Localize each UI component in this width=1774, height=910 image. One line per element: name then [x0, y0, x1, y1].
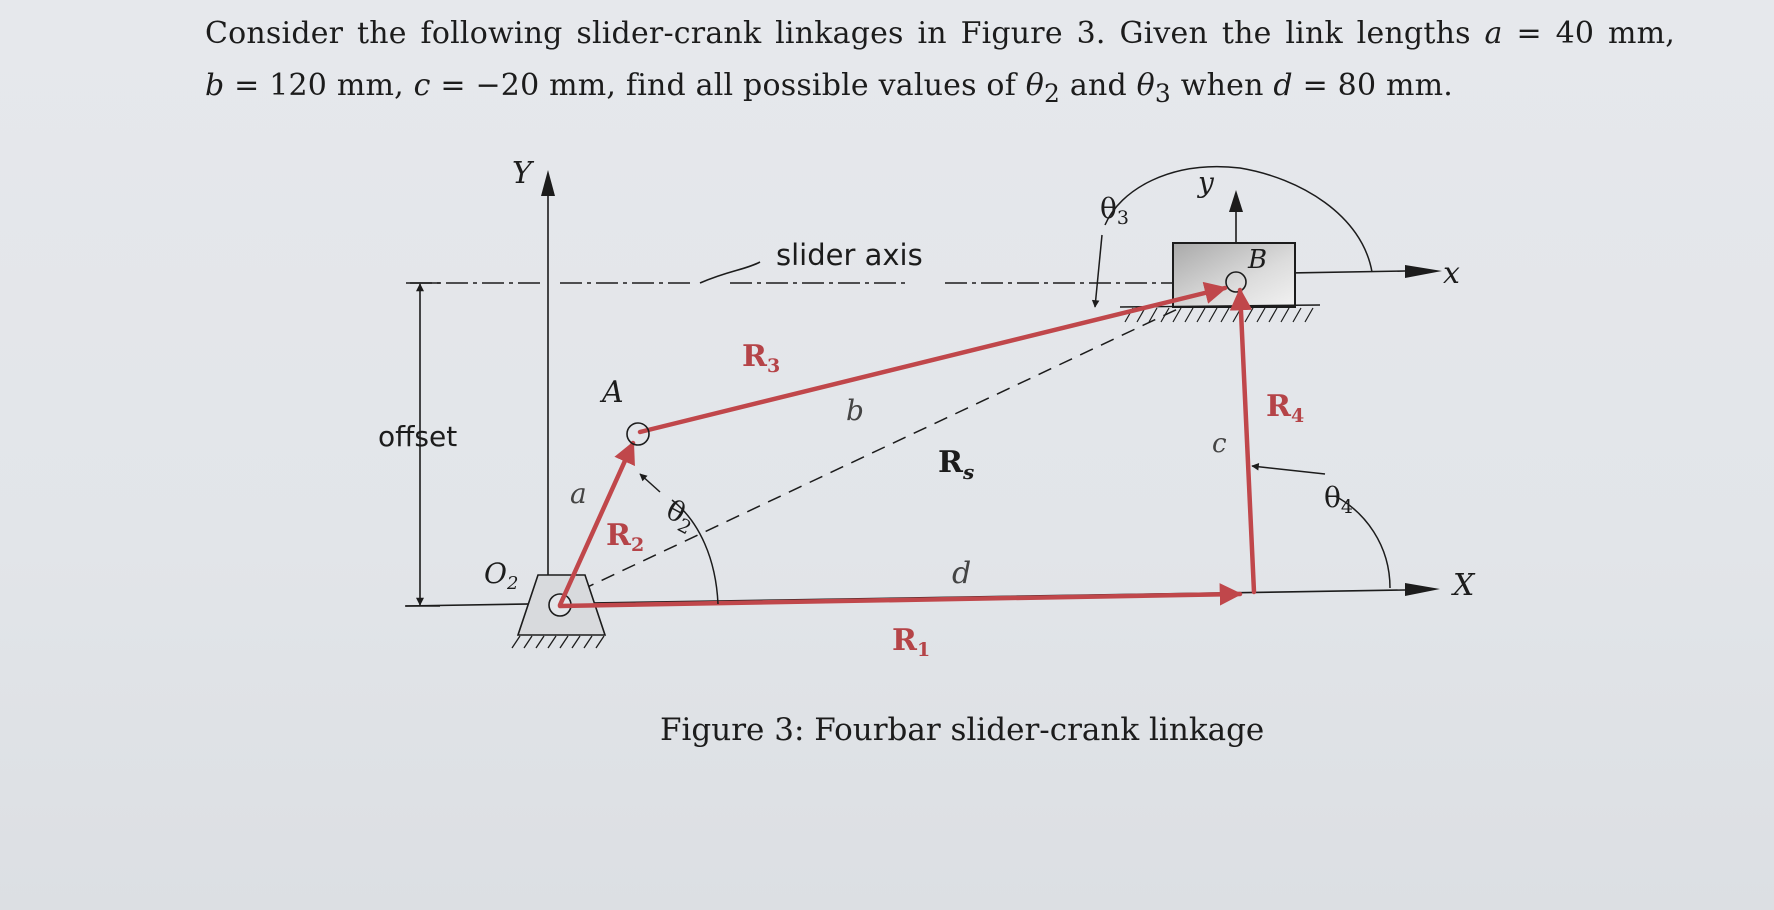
problem-text: Consider the following slider-crank link…	[205, 16, 1106, 51]
problem-line-2: b = 120 mm, c = −20 mm, find all possibl…	[205, 60, 1675, 120]
label-b: b	[846, 394, 864, 427]
label-d: d	[952, 556, 971, 591]
var-a: a	[1484, 16, 1503, 51]
X-axis-arrowhead	[1405, 583, 1440, 596]
theta3-arrow	[1091, 234, 1103, 308]
problem-text: Given the link lengths	[1119, 16, 1471, 51]
slider-block	[1119, 242, 1321, 323]
label-R3: R3	[742, 339, 780, 377]
label-theta4: θ4	[1324, 481, 1353, 518]
label-a: a	[570, 477, 587, 510]
label-c: c	[1212, 429, 1227, 459]
label-B: B	[1247, 245, 1267, 275]
figure-caption: Figure 3: Fourbar slider-crank linkage	[660, 712, 1265, 748]
problem-text: and	[1069, 68, 1127, 103]
theta3-arc	[1104, 166, 1373, 273]
theta4-arc	[1334, 495, 1391, 589]
var-d: d	[1273, 68, 1293, 103]
theta2-arrow	[639, 473, 661, 493]
label-Rs: Rs	[938, 445, 974, 484]
x-axis-arrowhead	[1405, 265, 1442, 278]
problem-text: find all possible values of	[625, 68, 1017, 103]
vector-R3	[637, 281, 1228, 435]
leader-line	[699, 261, 761, 284]
problem-text: = 120 mm,	[234, 68, 404, 103]
angle-arcs	[639, 166, 1391, 605]
slider-axis-line	[410, 261, 1175, 284]
label-y: y	[1196, 166, 1215, 199]
theta4-arrow	[1251, 463, 1326, 475]
subscript: 3	[1154, 79, 1172, 108]
label-O2: O2	[484, 557, 518, 594]
var-b: b	[205, 68, 225, 103]
link-vectors	[557, 281, 1257, 609]
label-R4: R4	[1266, 389, 1304, 427]
label-theta3: θ3	[1100, 192, 1129, 229]
var-c: c	[413, 68, 431, 103]
label-theta2: θ2	[659, 493, 702, 539]
problem-text: = 80 mm.	[1302, 68, 1453, 103]
subscript: 2	[1044, 79, 1061, 108]
label-R1: R1	[892, 623, 930, 661]
label-R2: R2	[606, 518, 644, 556]
label-slider-axis: slider axis	[776, 238, 923, 272]
label-A: A	[599, 375, 624, 410]
vector-R4	[1229, 287, 1257, 595]
pin-A	[626, 422, 650, 446]
Y-axis-arrowhead	[541, 170, 555, 196]
problem-statement: Consider the following slider-crank link…	[205, 8, 1675, 120]
vector-R1	[557, 583, 1243, 609]
theta2-arc	[671, 499, 719, 605]
label-X: X	[1451, 568, 1476, 603]
Rs-dashed-line	[559, 281, 1236, 601]
var-theta2: θ	[1025, 68, 1045, 103]
var-theta3: θ	[1136, 68, 1155, 103]
problem-text: when	[1180, 68, 1264, 103]
problem-text: =	[1516, 16, 1542, 51]
y-axis-arrowhead	[1229, 190, 1243, 212]
label-offset: offset	[378, 420, 457, 453]
problem-text: 40 mm,	[1555, 16, 1676, 51]
problem-text: = −20 mm,	[440, 68, 617, 103]
label-Y: Y	[512, 156, 535, 191]
vector-R2	[557, 440, 636, 608]
label-x: x	[1443, 256, 1460, 291]
problem-line-1: Consider the following slider-crank link…	[205, 8, 1675, 60]
